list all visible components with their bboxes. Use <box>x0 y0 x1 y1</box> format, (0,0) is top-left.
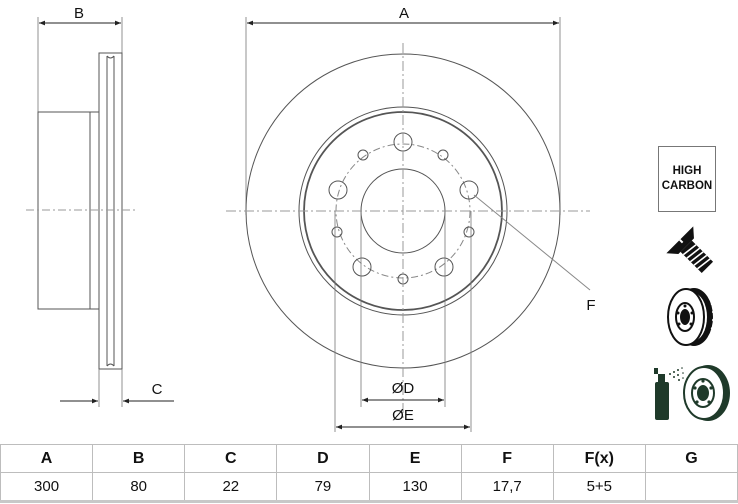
badge-line-2: CARBON <box>661 180 713 192</box>
header-c: C <box>184 444 278 473</box>
coated-disc-spray-icon <box>654 365 730 421</box>
label-a: A <box>399 5 409 22</box>
value-g <box>644 472 738 503</box>
label-b: B <box>74 5 84 22</box>
label-c: C <box>152 381 163 398</box>
technical-drawing: B C <box>26 5 596 432</box>
dimension-table: A B C D E F F(x) G 300 80 22 79 130 17,7… <box>0 444 738 503</box>
header-fx: F(x) <box>552 444 646 473</box>
value-b: 80 <box>92 472 186 503</box>
label-f: F <box>586 297 595 314</box>
header-d: D <box>276 444 370 473</box>
header-f: F <box>460 444 554 473</box>
screw-icon <box>666 226 714 274</box>
badge-line-1: HIGH <box>672 165 702 177</box>
label-e: ØE <box>392 407 414 424</box>
value-e: 130 <box>368 472 462 503</box>
side-view <box>26 17 174 407</box>
table-header-row: A B C D E F F(x) G <box>0 444 738 473</box>
value-fx: 5+5 <box>552 472 646 503</box>
header-a: A <box>0 444 94 473</box>
vented-disc-icon <box>667 288 715 346</box>
value-d: 79 <box>276 472 370 503</box>
leader-f <box>473 194 591 291</box>
label-d: ØD <box>392 380 415 397</box>
table-values-row: 300 80 22 79 130 17,7 5+5 <box>0 472 738 503</box>
value-a: 300 <box>0 472 94 503</box>
high-carbon-badge: HIGH CARBON <box>658 146 716 212</box>
value-c: 22 <box>184 472 278 503</box>
header-b: B <box>92 444 186 473</box>
header-e: E <box>368 444 462 473</box>
value-f: 17,7 <box>460 472 554 503</box>
header-g: G <box>644 444 738 473</box>
front-view <box>226 17 591 432</box>
